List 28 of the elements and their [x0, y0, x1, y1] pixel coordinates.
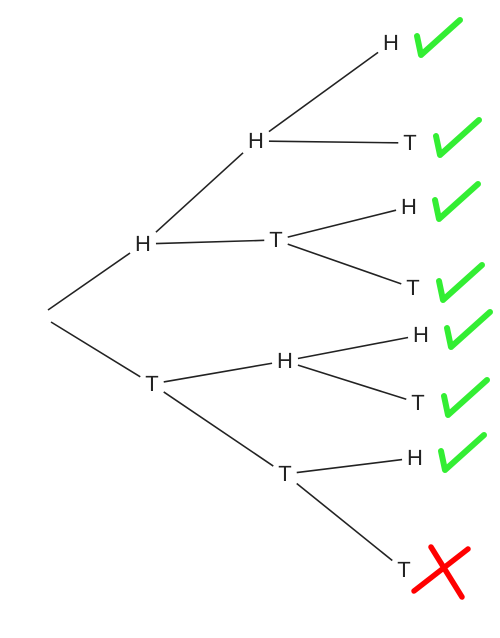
outcome-label: T [403, 132, 417, 154]
outcome-label: H [277, 350, 293, 372]
branch-line [155, 152, 244, 233]
outcome-label: T [397, 559, 411, 581]
branch-line [298, 336, 408, 360]
branch-line [287, 243, 402, 285]
branch-line [268, 52, 379, 132]
branch-line [268, 140, 398, 144]
branch-line [296, 482, 393, 562]
branch-line [298, 364, 407, 400]
outcome-label: H [407, 447, 423, 469]
branch-line [288, 209, 396, 238]
outcome-label: T [406, 277, 420, 299]
branch-line [296, 458, 402, 474]
branch-line [50, 321, 141, 378]
branch-line [164, 362, 272, 383]
outcome-label: H [413, 324, 429, 346]
outcome-label: H [135, 233, 151, 255]
outcome-label: T [269, 229, 283, 251]
branch-line [48, 252, 131, 311]
outcome-label: H [383, 32, 399, 54]
outcome-label: H [401, 196, 417, 218]
outcome-label: T [411, 392, 425, 414]
outcome-label: T [278, 463, 292, 485]
branch-line [156, 240, 264, 244]
outcome-label: T [145, 373, 159, 395]
outcome-label: H [248, 130, 264, 152]
branch-line [163, 391, 274, 467]
